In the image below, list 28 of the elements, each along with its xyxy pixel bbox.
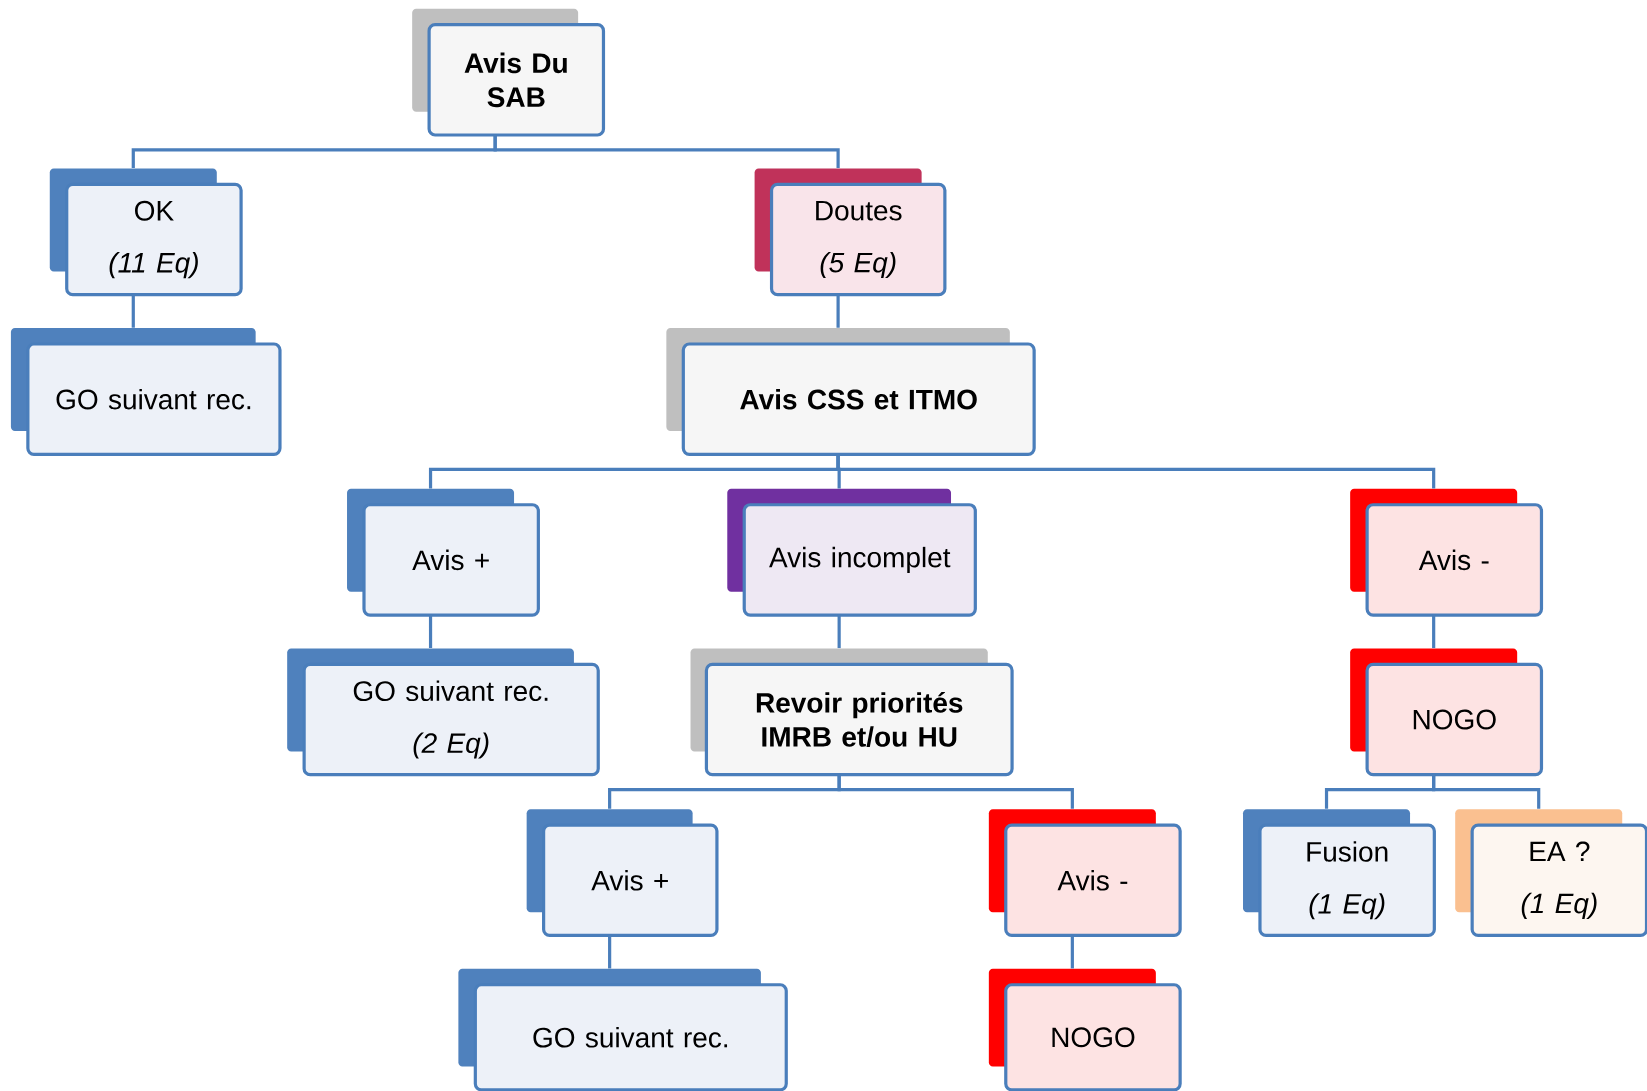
connector-line bbox=[1070, 934, 1074, 969]
process-box: OK (11 Eq) bbox=[49, 168, 243, 297]
process-box: Avis incomplet bbox=[727, 488, 977, 617]
connector-line bbox=[428, 614, 433, 648]
connector-line bbox=[1432, 773, 1541, 809]
process-box: NOGO bbox=[988, 968, 1182, 1091]
connector-line bbox=[608, 934, 612, 969]
process-box: Avis CSS et ITMO bbox=[666, 327, 1036, 456]
process-box: Avis + bbox=[347, 488, 540, 617]
process-box: Revoir priorités IMRB et/ou HU bbox=[690, 648, 1014, 777]
connector-line bbox=[1432, 614, 1436, 648]
connector-line bbox=[493, 134, 840, 168]
process-box: NOGO bbox=[1350, 648, 1544, 777]
process-box: Doutes (5 Eq) bbox=[754, 168, 947, 297]
process-box: GO suivant rec. bbox=[10, 327, 282, 456]
process-box: Avis - bbox=[988, 809, 1182, 937]
process-box: GO suivant rec. bbox=[458, 968, 788, 1091]
connector-line bbox=[837, 773, 1074, 809]
connector-line bbox=[837, 614, 841, 648]
connector-line bbox=[131, 293, 135, 328]
process-box: GO suivant rec. (2 Eq) bbox=[287, 648, 600, 777]
connector-line bbox=[836, 293, 840, 328]
connector-line bbox=[836, 453, 1436, 489]
process-box: Avis - bbox=[1350, 488, 1544, 617]
process-box: Avis + bbox=[526, 809, 719, 937]
process-box: EA ? (1 Eq) bbox=[1455, 809, 1647, 937]
process-box: Fusion (1 Eq) bbox=[1243, 809, 1436, 937]
process-box: Avis Du SAB bbox=[412, 8, 606, 137]
